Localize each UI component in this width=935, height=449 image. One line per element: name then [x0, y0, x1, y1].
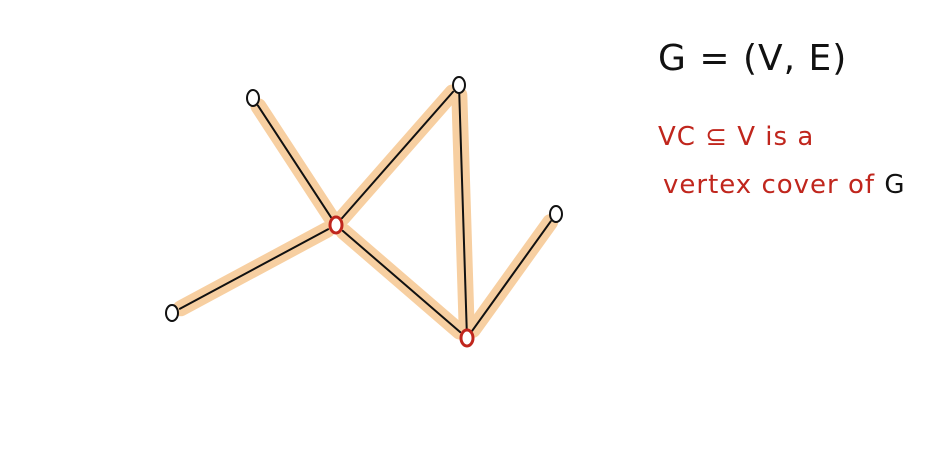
edge-top-center: [340, 90, 455, 220]
edge-layer: [178, 90, 552, 334]
highlight-layer: [172, 84, 559, 340]
edge-center-bottom: [341, 229, 462, 334]
edge-right-bottom: [471, 220, 552, 332]
vertex-cover-definition-line-2: vertex cover of G: [663, 170, 905, 200]
edge-top-bottom: [458, 92, 468, 331]
vertex-cover-definition-line-1: VC ⊆ V is a: [658, 122, 815, 152]
vertex-top-left: [246, 89, 260, 107]
vertex-right: [549, 205, 563, 223]
vertex-center-cover: [328, 215, 344, 235]
edge-top-left-center: [256, 104, 333, 219]
edge-left-center: [178, 228, 330, 310]
vertex-cover-of-text: vertex cover of: [663, 170, 876, 200]
vertex-left: [165, 304, 179, 322]
graph-definition-text: G = (V, E): [658, 38, 848, 79]
vertex-top: [452, 76, 466, 94]
graph-g-text: G: [884, 170, 906, 200]
vertex-bottom-cover: [459, 328, 475, 348]
node-layer: [165, 76, 563, 348]
